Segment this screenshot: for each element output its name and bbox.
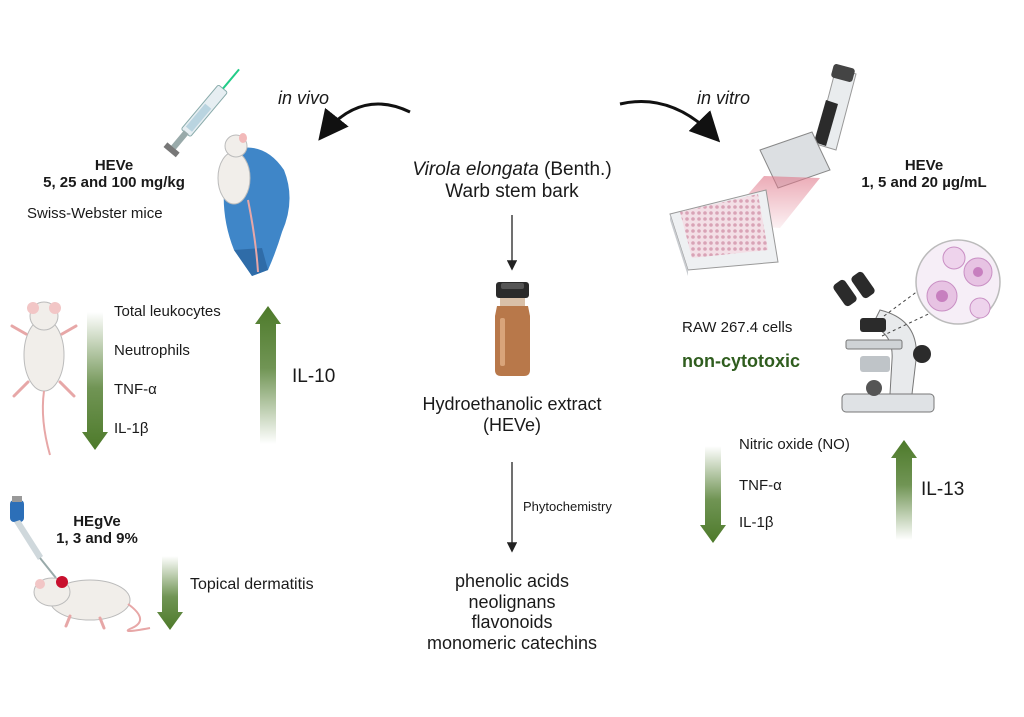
extract-line2: (HEVe)	[482, 414, 542, 435]
compound-1: phenolic acids	[454, 571, 570, 591]
compound-4: monomeric catechins	[426, 633, 598, 654]
left-mice-label: Swiss-Webster mice	[27, 205, 163, 222]
extract-line1: Hydroethanolic extract	[422, 394, 602, 414]
right-decreased-2: TNF-α	[739, 477, 782, 494]
left-decreased-4: IL-1β	[114, 420, 149, 437]
in-vitro-arrow	[619, 100, 721, 143]
compound-3: flavonoids	[471, 612, 553, 633]
source-line2: Warb stem bark	[445, 180, 579, 202]
topical-decrease-arrow	[157, 556, 183, 630]
cytotoxicity-status: non-cytotoxic	[682, 351, 801, 371]
right-dose-line: 1, 5 and 20 µg/mL	[861, 174, 987, 192]
left-increase-arrow	[255, 306, 281, 444]
left-dose-block: HEVe 5, 25 and 100 mg/kg	[43, 157, 185, 192]
microscope-icon	[833, 271, 959, 413]
well-plate-icon	[669, 189, 779, 276]
topical-dose: 1, 3 and 9%	[56, 530, 138, 548]
mouse-topview-icon	[10, 301, 78, 456]
left-decreased-1: Total leukocytes	[114, 303, 221, 320]
source-species: Virola elongata	[412, 159, 539, 180]
source-title: Virola elongata (Benth.) Warb stem bark	[412, 159, 611, 203]
left-decrease-arrow	[82, 312, 108, 450]
topical-effect-label: Topical dermatitis	[190, 576, 314, 593]
left-decreased-3: TNF-α	[114, 381, 157, 398]
right-dose-title: HEVe	[904, 157, 944, 174]
right-increased-label: IL-13	[921, 479, 965, 500]
topical-dose-block: HEgVe 1, 3 and 9%	[56, 513, 138, 548]
right-decreased-1: Nitric oxide (NO)	[739, 436, 850, 453]
compound-2: neolignans	[468, 591, 556, 612]
in-vitro-label: in vitro	[697, 88, 751, 108]
right-increase-arrow	[891, 440, 917, 540]
extract-label: Hydroethanolic extract (HEVe)	[422, 394, 601, 435]
hand-mouse-injection-icon	[163, 68, 290, 276]
pipette-mouse-icon	[10, 496, 151, 632]
cells-label: RAW 267.4 cells	[682, 319, 793, 336]
right-decreased-3: IL-1β	[739, 514, 774, 531]
cells-magnified-icon	[915, 239, 1001, 325]
left-decreased-2: Neutrophils	[114, 342, 190, 359]
phytochemistry-label: Phytochemistry	[523, 499, 612, 514]
in-vivo-label: in vivo	[278, 88, 330, 108]
vial-icon	[495, 282, 530, 376]
left-dose-title: HEVe	[94, 157, 134, 174]
in-vivo-arrow	[318, 102, 411, 141]
topical-title: HEgVe	[73, 513, 121, 530]
left-increased-label: IL-10	[292, 366, 336, 387]
left-dose-line: 5, 25 and 100 mg/kg	[43, 174, 185, 192]
source-author: (Benth.)	[544, 159, 612, 180]
right-decrease-arrow	[700, 446, 726, 543]
compounds-list: phenolic acids neolignans flavonoids mon…	[427, 571, 597, 654]
right-dose-block: HEVe 1, 5 and 20 µg/mL	[861, 157, 986, 192]
